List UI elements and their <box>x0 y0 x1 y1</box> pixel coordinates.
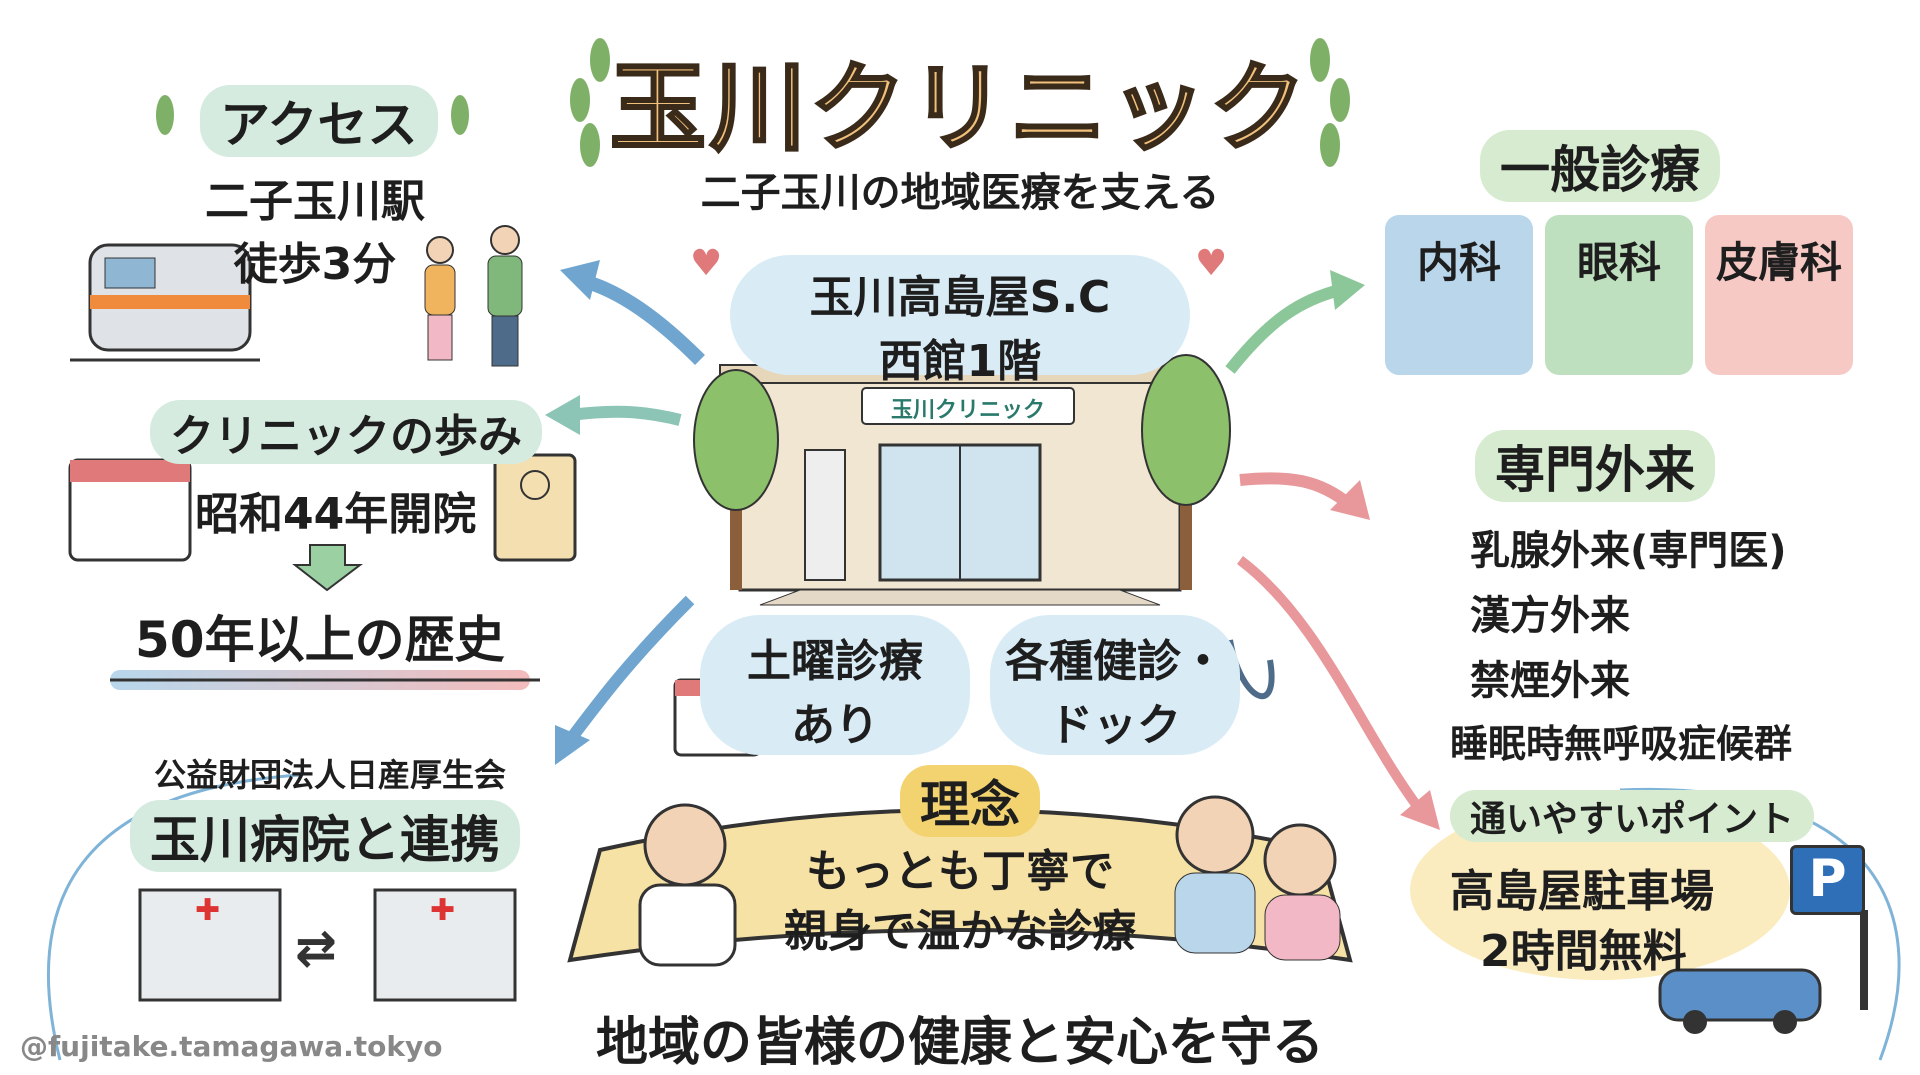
saturday-bubble: 土曜診療 あり <box>700 615 970 755</box>
saturday-line2: あり <box>791 700 879 751</box>
family-illustration <box>1174 795 1341 961</box>
watermark: @fujitake.tamagawa.tokyo <box>20 1030 443 1063</box>
checkup-line1: 各種健診・ <box>1005 636 1225 687</box>
arrow-partner <box>565 595 695 744</box>
page-title: 玉川クリニック <box>609 51 1310 166</box>
saturday-line1: 土曜診療 <box>747 636 923 687</box>
philosophy-line2: 親身で温かな診療 <box>784 906 1136 957</box>
access-heading: アクセス <box>200 85 438 157</box>
general-heading: 一般診療 <box>1480 130 1720 202</box>
arrow-access <box>578 273 705 365</box>
partner-heading: 玉川病院と連携 <box>130 800 520 872</box>
train-icon <box>70 243 260 362</box>
arrow-history <box>569 405 682 426</box>
access-walk: 徒歩3分 <box>233 239 397 290</box>
history-years: 50年以上の歴史 <box>135 611 505 669</box>
philosophy-heading: 理念 <box>900 765 1040 837</box>
specialty-item: 乳腺外来(専門医) <box>1470 528 1787 574</box>
convenience-line1: 高島屋駐車場 <box>1450 866 1714 917</box>
clinic-building-illustration <box>693 354 1231 606</box>
arrow-general <box>1225 284 1342 374</box>
specialty-heading: 専門外来 <box>1475 430 1715 502</box>
heart-icon: ♥ <box>1195 243 1227 284</box>
location-bubble: 玉川高島屋S.C 西館1階 <box>730 255 1190 387</box>
department-internal: 内科 <box>1385 215 1533 375</box>
location-line1: 玉川高島屋S.C <box>809 272 1111 323</box>
specialty-item: 漢方外来 <box>1470 593 1630 639</box>
convenience-bubble <box>1410 800 1790 980</box>
philosophy-line1: もっとも丁寧で <box>806 846 1114 897</box>
philosophy-banner <box>567 808 1353 963</box>
svg-text:✚: ✚ <box>195 893 220 928</box>
specialty-item: 禁煙外来 <box>1470 658 1630 704</box>
hospital-icon: ✚ <box>138 888 282 1002</box>
convenience-line2: 2時間無料 <box>1480 926 1687 977</box>
clinic-sign: 玉川クリニック <box>890 398 1045 423</box>
history-heading: クリニックの歩み <box>150 400 542 464</box>
subtitle: 二子玉川の地域医療を支える <box>700 170 1220 216</box>
checkup-line2: ドック <box>1049 700 1181 751</box>
arrow-convenience <box>1236 556 1425 813</box>
svg-text:✚: ✚ <box>430 893 455 928</box>
arrow-specialty <box>1239 472 1354 510</box>
doctor-illustration <box>638 803 737 967</box>
laurel-icon <box>156 38 1350 167</box>
sync-arrows-icon: ⇄ <box>295 919 337 977</box>
checkup-bubble: 各種健診・ ドック <box>990 615 1240 755</box>
parking-sign-icon: P <box>1790 845 1865 915</box>
partner-org: 公益財団法人日産厚生会 <box>153 756 506 794</box>
convenience-heading: 通いやすいポイント <box>1450 790 1815 842</box>
history-founded: 昭和44年開院 <box>195 489 477 540</box>
department-dermatology: 皮膚科 <box>1705 215 1853 375</box>
hospital-icon: ✚ <box>373 888 517 1002</box>
down-arrow-icon <box>292 544 363 592</box>
document-scroll-icon <box>493 453 577 562</box>
department-ophthalmology: 眼科 <box>1545 215 1693 375</box>
heart-icon: ♥ <box>690 243 722 284</box>
specialty-item: 睡眠時無呼吸症候群 <box>1450 722 1793 766</box>
walking-people-icon <box>424 225 523 367</box>
access-station: 二子玉川駅 <box>205 176 425 227</box>
calendar-icon <box>68 458 192 562</box>
location-line2: 西館1階 <box>878 336 1042 387</box>
car-icon <box>1658 968 1822 1034</box>
footer-slogan: 地域の皆様の健康と安心を守る <box>595 1013 1324 1073</box>
